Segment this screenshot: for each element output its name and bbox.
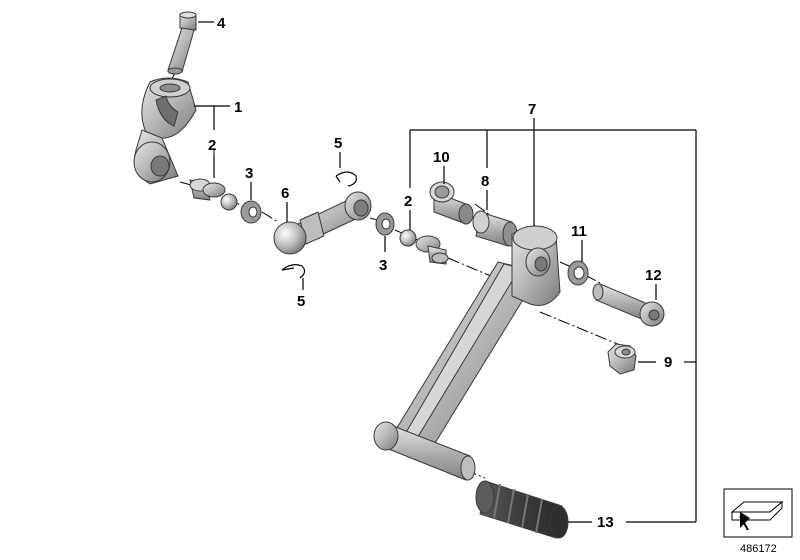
circlip-part-5-top	[335, 171, 357, 187]
callout-2-right: 2	[404, 193, 412, 210]
flanged-bushing-part-10	[429, 181, 474, 225]
callout-1: 1	[234, 99, 242, 116]
nut-part-9	[607, 343, 637, 375]
rubber-peg-part-13	[475, 480, 569, 539]
shift-lever-part-7	[373, 225, 561, 481]
callout-4: 4	[217, 15, 226, 32]
shift-rod-part-6	[273, 191, 372, 255]
callout-labels: 4 1 2 3 6 5 5 3 2 10 8 7 11 12 9 13	[208, 15, 672, 531]
clamp-lever-part-1	[133, 77, 197, 185]
callout-5-bottom: 5	[297, 293, 305, 310]
callout-7: 7	[528, 101, 536, 118]
callout-2-left: 2	[208, 137, 216, 154]
callout-9: 9	[664, 354, 672, 371]
washer-part-3-left	[240, 200, 262, 224]
callout-3-right: 3	[379, 257, 387, 274]
washer-part-3-right	[375, 212, 395, 236]
washer-part-11	[567, 260, 589, 286]
callout-12: 12	[645, 267, 662, 284]
bolt-part-4	[167, 11, 197, 75]
callout-11: 11	[571, 223, 587, 240]
ball-stud-part-2-left	[189, 178, 238, 211]
callout-10: 10	[433, 149, 450, 166]
callout-5-top: 5	[334, 135, 342, 152]
leader-lines	[194, 21, 697, 523]
callout-3-left: 3	[245, 165, 253, 182]
circlip-part-5-bottom	[281, 264, 306, 279]
bolt-part-12	[592, 283, 665, 327]
bushing-part-8	[472, 210, 518, 247]
callout-8: 8	[481, 173, 489, 190]
document-number: 486172	[740, 543, 777, 555]
view-direction-icon	[723, 488, 793, 538]
ball-stud-part-2-right	[399, 229, 449, 265]
callout-13: 13	[597, 514, 614, 531]
callout-6: 6	[281, 185, 289, 202]
